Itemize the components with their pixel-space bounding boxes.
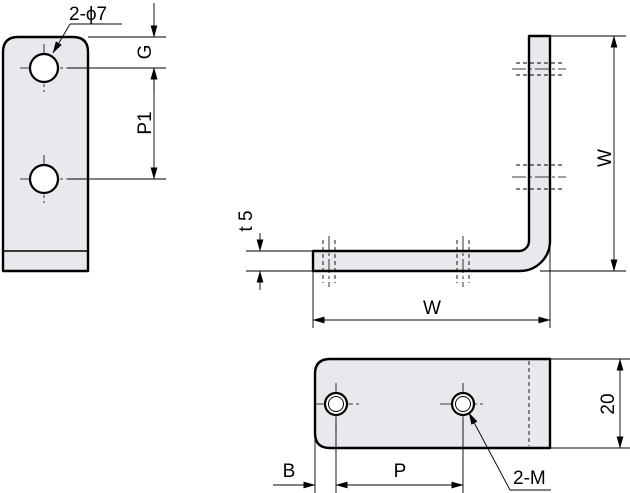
side-view: t 5 W W [236,34,626,328]
side-view-hidden-holes-vertical [512,62,566,190]
dim-t-label: t 5 [236,210,257,231]
side-view-hidden-holes-horizontal [322,236,470,287]
dim-g-label: G [135,45,156,60]
hole-spec-callout: 2-ϕ7 [52,4,122,54]
dim-w-vertical-label: W [595,149,616,167]
dim-20-label: 20 [598,393,619,414]
bottom-view-plate [313,357,552,450]
tap-spec-label: 2-M [513,468,546,489]
dim-b-label: B [283,461,296,482]
front-view: 2-ϕ7 G P1 [1,3,166,273]
front-view-plate [1,35,90,273]
dim-p-label: P [394,461,407,482]
hole-spec-label: 2-ϕ7 [69,4,107,25]
bottom-view: 20 B P 2-M [273,357,630,493]
dimension-w-vertical: W [540,35,626,272]
tap-spec-callout: 2-M [468,412,551,491]
dimension-thickness: t 5 [236,210,313,290]
dim-w-horizontal-label: W [423,298,441,319]
bottom-view-left-hole [316,383,359,425]
side-view-l-profile [311,34,552,273]
dimension-20: 20 [550,358,630,449]
dimension-g-p1: G P1 [68,3,166,180]
bottom-view-right-hole [440,383,486,425]
dimension-w-horizontal: W [312,246,551,328]
dimension-b-p: B P [273,420,464,493]
front-view-upper-hole [20,44,68,92]
front-view-lower-hole [20,155,68,203]
dim-p1-label: P1 [135,111,156,134]
